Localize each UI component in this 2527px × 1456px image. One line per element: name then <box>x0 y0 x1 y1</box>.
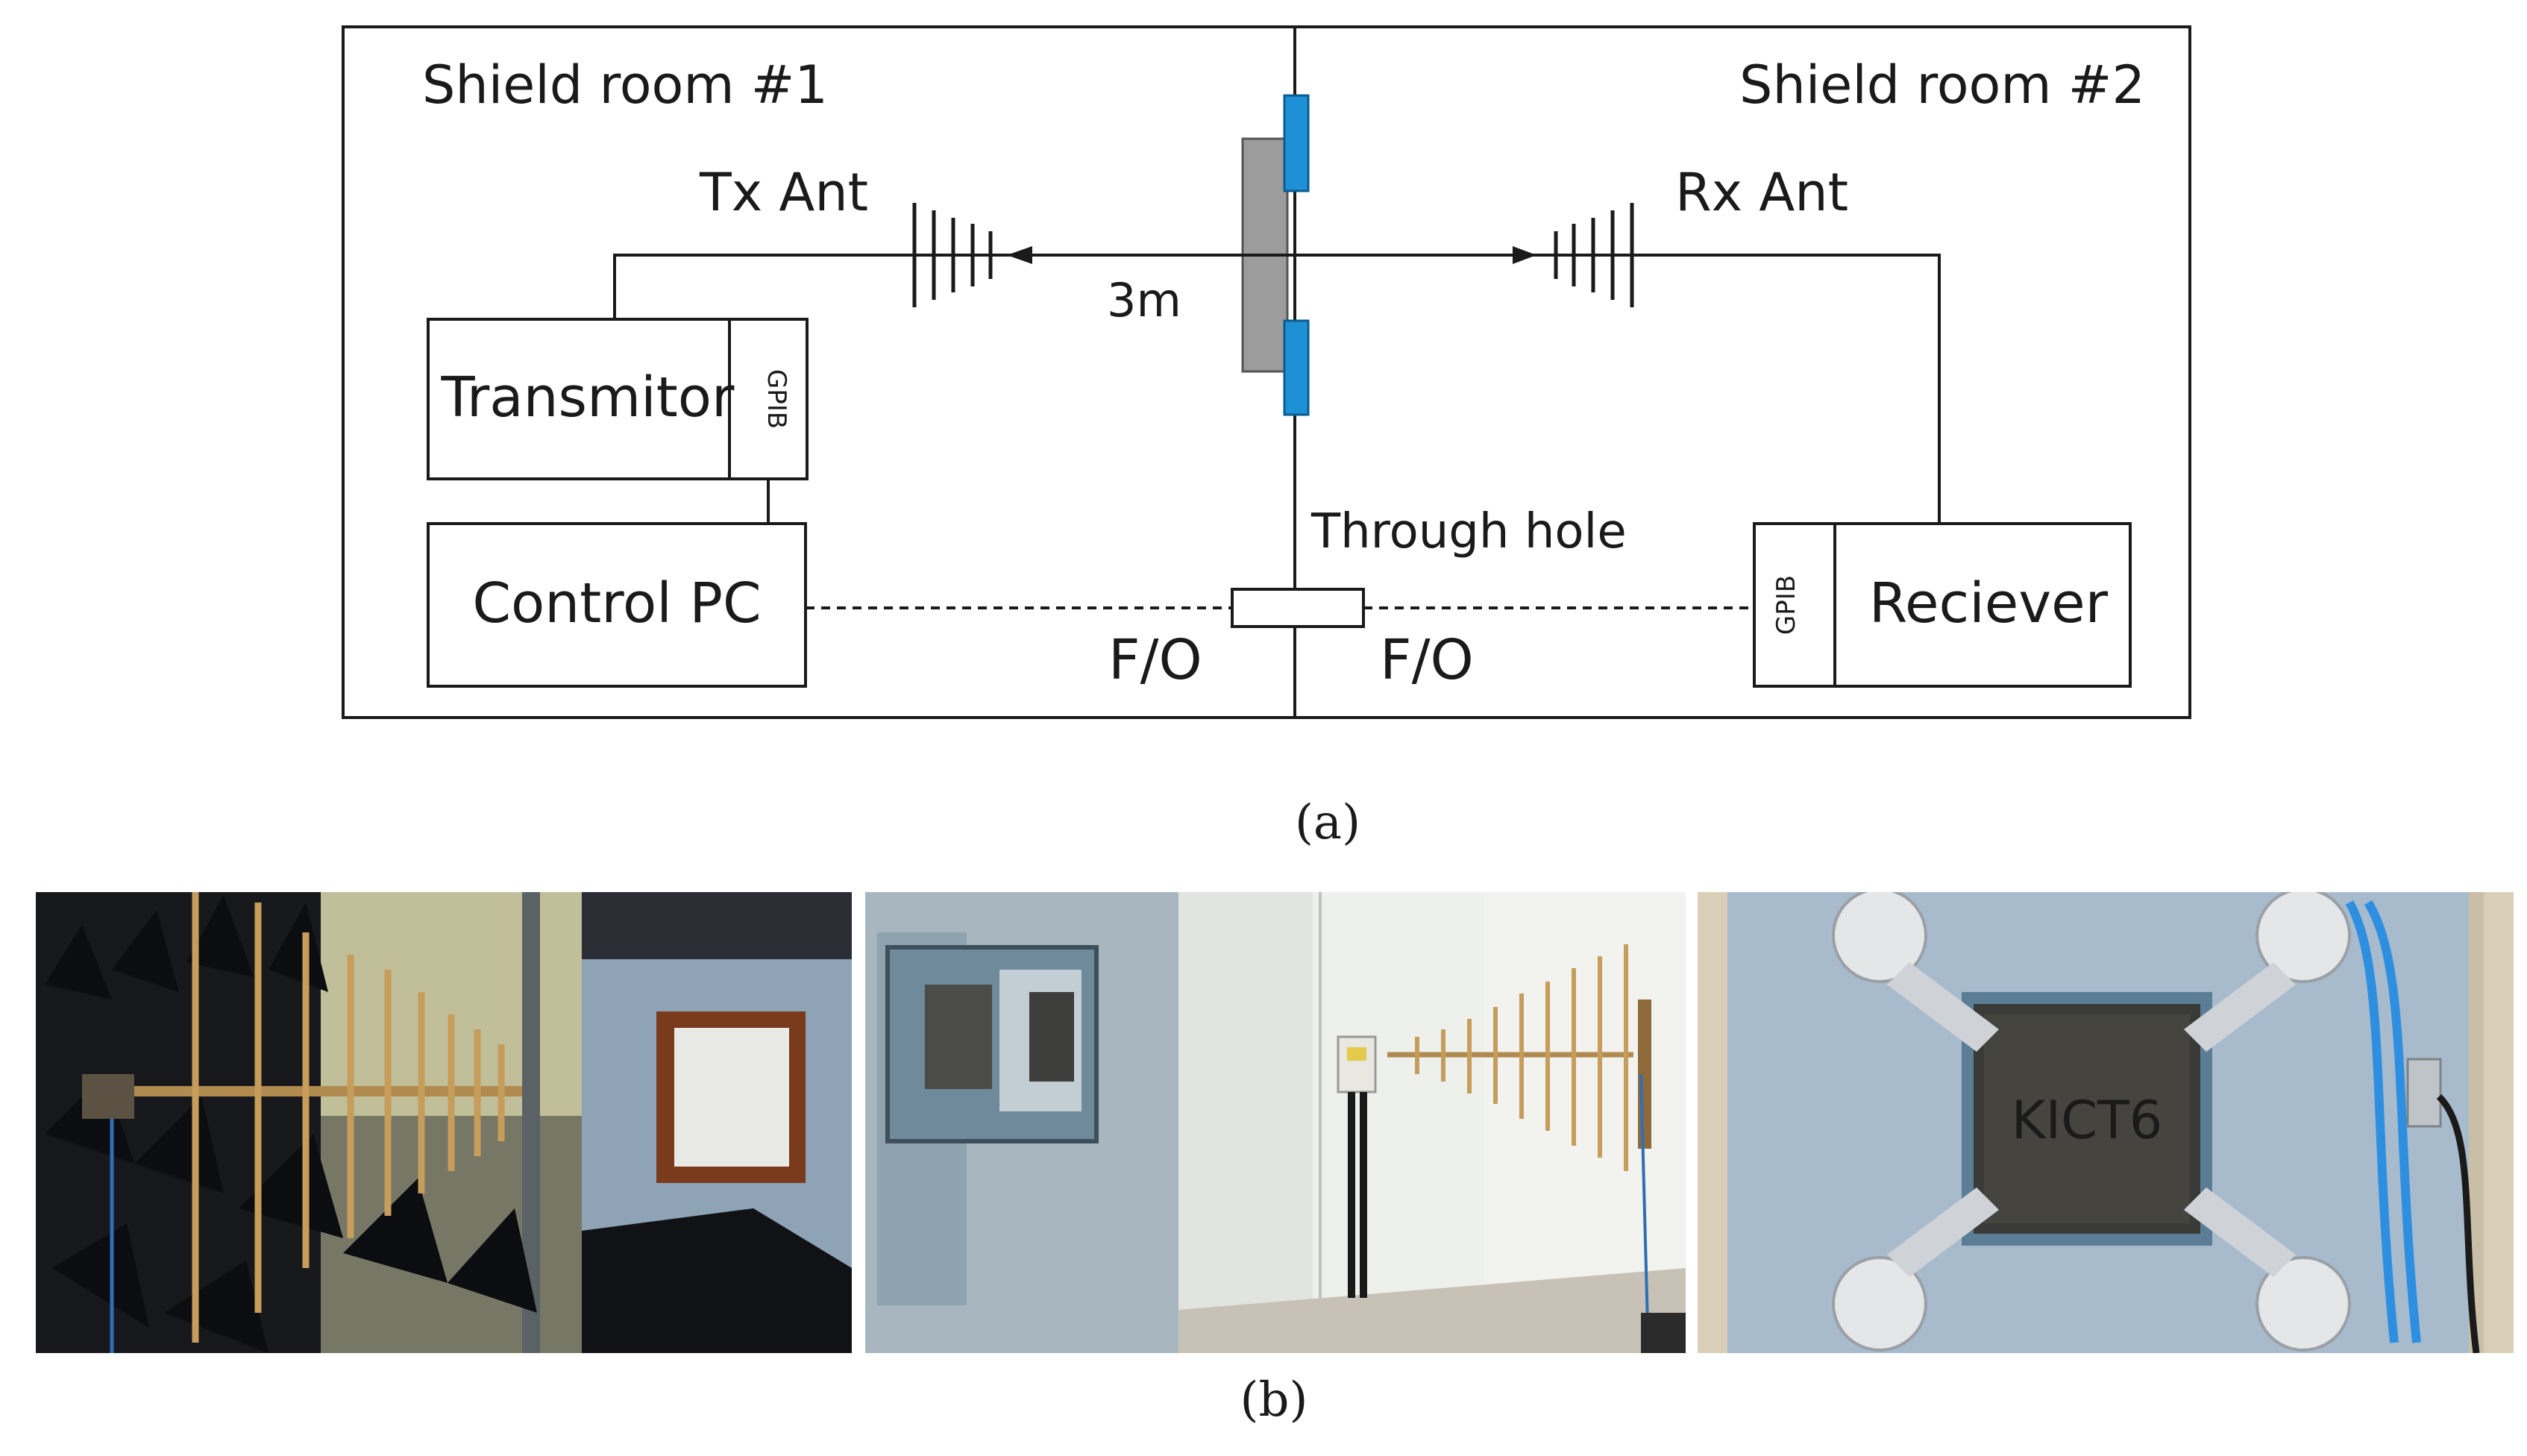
caption-b: (b) <box>1240 1372 1308 1428</box>
receiver-label: Reciever <box>1869 571 2109 636</box>
clamp-top <box>1283 94 1310 192</box>
tx-cable <box>613 254 914 319</box>
rx-arrow-icon <box>1513 246 1536 264</box>
room2-label: Shield room #2 <box>1739 54 2145 116</box>
gpib-rx-label: GPIB <box>1771 575 1801 635</box>
rx-cable <box>1632 254 1941 522</box>
rx-antenna-icon <box>1554 203 1634 307</box>
control-pc-label: Control PC <box>472 571 761 636</box>
room1-label: Shield room #1 <box>422 54 828 116</box>
schematic-diagram: Shield room #1 Shield room #2 Tx Ant 3m <box>342 25 2191 719</box>
tx-arrow-icon <box>1007 246 1032 264</box>
control-pc-box <box>427 522 807 688</box>
photo-shield-room-antenna <box>865 892 1686 1353</box>
caption-a: (a) <box>1295 795 1360 850</box>
rx-ant-label: Rx Ant <box>1675 162 1848 223</box>
clamp-bottom <box>1283 319 1310 416</box>
receiver-box <box>1753 522 2132 688</box>
distance-label: 3m <box>1107 273 1181 327</box>
tx-antenna-icon <box>912 203 993 307</box>
through-hole-box <box>1231 588 1365 628</box>
fo-right-label: F/O <box>1380 628 1474 692</box>
gpib-tx-label: GPIB <box>762 369 791 429</box>
tx-ant-label: Tx Ant <box>699 162 868 223</box>
through-hole-label: Through hole <box>1310 504 1627 559</box>
transmitter-label: Transmitor <box>441 365 735 430</box>
shield-rooms-frame <box>342 25 2191 719</box>
handwritten-sample-label: KICT6 <box>2012 1090 2163 1151</box>
photo-sample-holder-frame: KICT6 <box>1698 892 2514 1353</box>
fo-left-label: F/O <box>1108 628 1202 692</box>
photo-anechoic-chamber-antenna <box>36 892 852 1353</box>
transmitter-box <box>427 318 809 480</box>
